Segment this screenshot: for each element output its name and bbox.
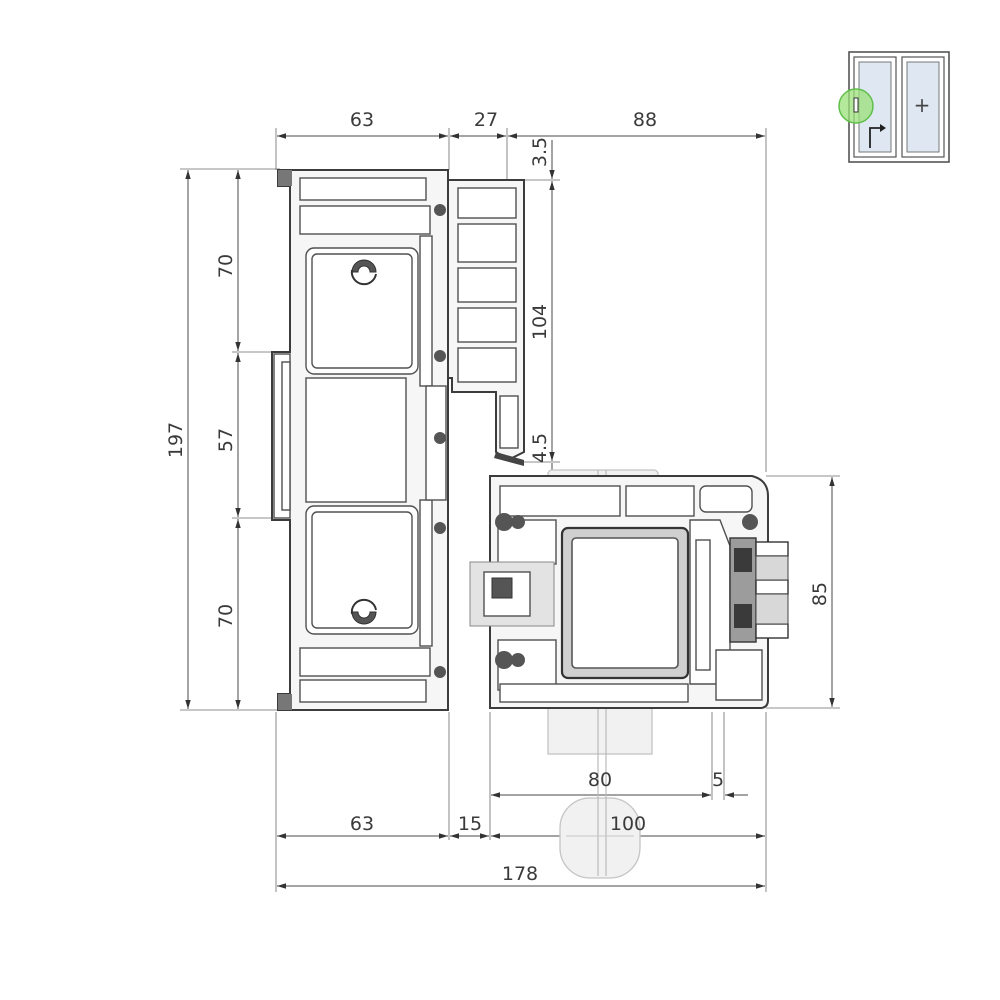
dim-85: 85 (809, 582, 831, 606)
dim-100: 100 (610, 813, 646, 835)
dimension-lines (185, 133, 835, 889)
dim-197: 197 (165, 422, 187, 458)
frame-profile (271, 169, 449, 711)
sash-profile (469, 475, 769, 709)
dim-178: 178 (502, 863, 538, 885)
dim-57: 57 (215, 428, 237, 452)
dim-70-bottom: 70 (215, 604, 237, 628)
dim-top-63: 63 (350, 109, 374, 131)
dim-80: 80 (588, 769, 612, 791)
dim-15: 15 (458, 813, 482, 835)
dim-104: 104 (529, 304, 551, 340)
glass-unit (729, 537, 789, 643)
extension-lines (180, 128, 840, 892)
dimension-labels: 63 27 88 3.5 104 4.5 85 197 70 57 70 80 … (165, 109, 831, 885)
thumbnail-plus-symbol: + (914, 93, 931, 117)
dim-5: 5 (712, 769, 724, 791)
dim-3-5: 3.5 (529, 137, 551, 167)
mullion-extension (447, 179, 525, 466)
dim-bottom-63: 63 (350, 813, 374, 835)
dim-top-88: 88 (633, 109, 657, 131)
dim-70-top: 70 (215, 254, 237, 278)
dim-4-5: 4.5 (529, 433, 551, 463)
window-thumbnail-icon (838, 51, 950, 163)
dim-top-27: 27 (474, 109, 498, 131)
